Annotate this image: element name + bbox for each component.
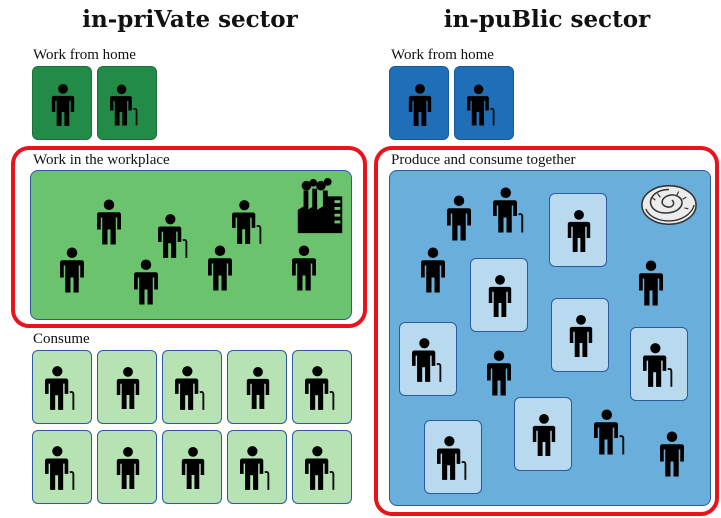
person-icon — [208, 245, 232, 291]
person-icon — [660, 431, 684, 477]
consumer-tile — [551, 298, 609, 372]
public-work-from-home-label: Work from home — [391, 47, 494, 63]
elderly-person-with-cane-icon — [232, 200, 262, 244]
public-home-worker-tile — [389, 66, 449, 140]
elderly-person-with-cane-icon — [305, 366, 335, 410]
elderly-person-with-cane-icon — [45, 446, 75, 490]
private-home-worker-tile — [32, 66, 92, 140]
consumer-tile — [162, 350, 222, 424]
person-icon — [97, 199, 121, 245]
consumer-tile — [549, 193, 607, 267]
person-icon — [181, 447, 205, 489]
elderly-person-with-cane-icon — [158, 214, 188, 258]
person-icon — [246, 367, 270, 409]
person-icon — [408, 84, 432, 126]
consumer-tile — [424, 420, 482, 494]
public-sector-title: in-puBlic sector — [443, 6, 651, 33]
workplace-panel — [30, 170, 352, 320]
consumer-tile — [162, 430, 222, 504]
elderly-person-with-cane-icon — [45, 366, 75, 410]
person-icon — [116, 447, 140, 489]
public-home-worker-tile — [454, 66, 514, 140]
elderly-person-with-cane-icon — [643, 343, 673, 387]
elderly-person-with-cane-icon — [175, 366, 205, 410]
consumer-tile — [32, 350, 92, 424]
bread-roll-icon — [641, 184, 697, 226]
consumer-tile — [97, 350, 157, 424]
workplace-label: Work in the workplace — [33, 152, 170, 168]
elderly-person-with-cane-icon — [110, 84, 138, 126]
person-icon — [532, 414, 556, 456]
consumer-tile — [292, 430, 352, 504]
consumer-tile — [227, 350, 287, 424]
consumer-tile — [399, 322, 457, 396]
consumer-tile — [470, 258, 528, 332]
consumer-tile — [227, 430, 287, 504]
produce-consume-label: Produce and consume together — [391, 152, 576, 168]
private-home-worker-tile — [97, 66, 157, 140]
elderly-person-with-cane-icon — [493, 187, 524, 233]
elderly-person-with-cane-icon — [240, 446, 270, 490]
public-produce-consume-highlight — [374, 146, 719, 516]
person-icon — [421, 247, 445, 293]
elderly-person-with-cane-icon — [412, 338, 442, 382]
private-sector-title: in-priVate sector — [82, 6, 298, 33]
person-icon — [292, 245, 316, 291]
person-icon — [488, 275, 512, 317]
person-icon — [569, 315, 593, 357]
consumer-tile — [514, 397, 572, 471]
person-icon — [116, 367, 140, 409]
person-icon — [134, 259, 158, 305]
person-icon — [51, 84, 75, 126]
person-icon — [639, 260, 663, 306]
consumer-tile — [630, 327, 688, 401]
elderly-person-with-cane-icon — [437, 436, 467, 480]
elderly-person-with-cane-icon — [305, 446, 335, 490]
elderly-person-with-cane-icon — [467, 84, 495, 126]
person-icon — [567, 210, 591, 252]
person-icon — [447, 195, 471, 241]
person-icon — [487, 350, 511, 396]
elderly-person-with-cane-icon — [594, 409, 625, 455]
consume-label: Consume — [33, 331, 90, 347]
factory-icon — [297, 177, 343, 234]
person-icon — [60, 247, 84, 293]
private-workplace-highlight — [11, 146, 367, 328]
consumer-tile — [97, 430, 157, 504]
consumer-tile — [32, 430, 92, 504]
consumer-tile — [292, 350, 352, 424]
private-work-from-home-label: Work from home — [33, 47, 136, 63]
